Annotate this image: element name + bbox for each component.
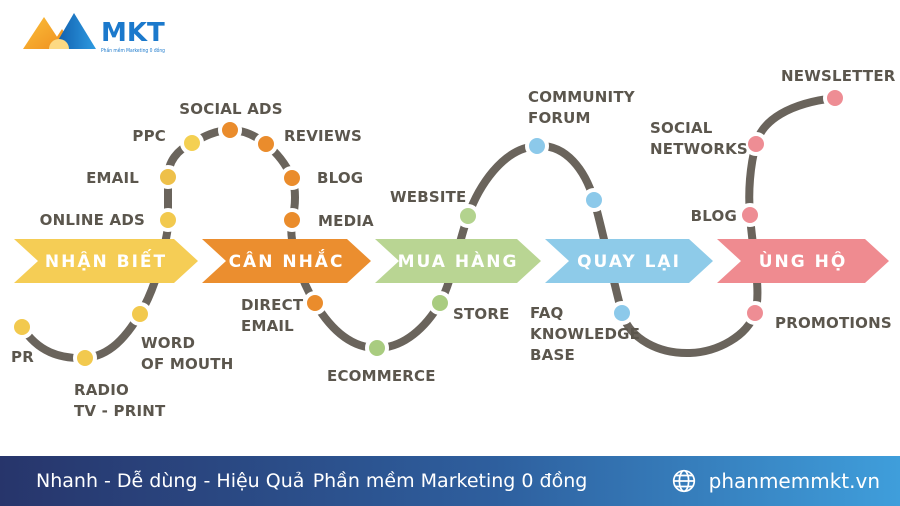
social-networks-dot bbox=[744, 132, 768, 156]
online-ads-dot bbox=[156, 208, 180, 232]
ecommerce-label: ECOMMERCE bbox=[327, 367, 436, 385]
online-ads-label: ONLINE ADS bbox=[39, 211, 145, 229]
mkt-logo-icon: MKT Phần mềm Marketing 0 đồng bbox=[23, 13, 165, 54]
blog-left-dot bbox=[280, 166, 304, 190]
social-ads-label: SOCIAL ADS bbox=[179, 100, 283, 118]
footer-product: Phần mềm Marketing 0 đồng bbox=[312, 470, 588, 492]
direct-email-dot bbox=[303, 291, 327, 315]
promotions-label: PROMOTIONS bbox=[775, 314, 892, 332]
logo-text: MKT bbox=[101, 18, 165, 48]
footer-bar: Nhanh - Dễ dùng - Hiệu Quả Phần mềm Mark… bbox=[0, 456, 900, 506]
logo-sun-icon bbox=[49, 39, 69, 49]
website-label: WEBSITE bbox=[390, 188, 467, 206]
media-label: MEDIA bbox=[318, 212, 374, 230]
stage-label-4: QUAY LẠI bbox=[577, 252, 681, 272]
footer-site-text: phanmemmkt.vn bbox=[708, 469, 880, 493]
pr-label: PR bbox=[11, 348, 34, 366]
logo-tagline: Phần mềm Marketing 0 đồng bbox=[101, 46, 165, 54]
logo-blue-mountain bbox=[53, 13, 96, 49]
stage-arrow-4 bbox=[545, 239, 713, 283]
stage-arrow-2 bbox=[202, 239, 371, 283]
stage-arrow-3 bbox=[375, 239, 541, 283]
store-label: STORE bbox=[453, 305, 510, 323]
stage-arrow-5 bbox=[717, 239, 889, 283]
store-dot bbox=[428, 291, 452, 315]
stage-label-3: MUA HÀNG bbox=[398, 250, 519, 272]
ppc-dot bbox=[180, 131, 204, 155]
newsletter-label: NEWSLETTER bbox=[781, 67, 896, 85]
radio-tv-print-dot bbox=[73, 346, 97, 370]
ecommerce-dot bbox=[365, 336, 389, 360]
footer-website[interactable]: phanmemmkt.vn bbox=[669, 466, 880, 496]
stage-label-1: NHẬN BIẾT bbox=[45, 248, 167, 272]
globe-icon bbox=[672, 469, 695, 493]
ppc-label: PPC bbox=[132, 127, 166, 145]
pr-dot bbox=[10, 315, 34, 339]
mid-support-dot bbox=[582, 188, 606, 212]
stage-label-2: CÂN NHẮC bbox=[229, 248, 345, 272]
faq-knowledge-base-dot bbox=[610, 301, 634, 325]
website-dot bbox=[456, 204, 480, 228]
promotions-dot bbox=[743, 301, 767, 325]
social-ads-dot bbox=[218, 118, 242, 142]
newsletter-dot bbox=[823, 86, 847, 110]
email-dot bbox=[156, 165, 180, 189]
email-label: EMAIL bbox=[86, 169, 139, 187]
blog-right-label: BLOG bbox=[690, 207, 737, 225]
media-dot bbox=[280, 208, 304, 232]
journey-svg: NHẬN BIẾT CÂN NHẮC MUA HÀNG QUAY LẠI ÙNG HỘ bbox=[10, 86, 889, 370]
community-forum-dot bbox=[525, 134, 549, 158]
reviews-label: REVIEWS bbox=[284, 127, 362, 145]
footer-slogan: Nhanh - Dễ dùng - Hiệu Quả bbox=[36, 470, 305, 492]
word-of-mouth-dot bbox=[128, 302, 152, 326]
mkt-logo: MKT Phần mềm Marketing 0 đồng bbox=[22, 8, 182, 60]
blog-right-dot bbox=[738, 203, 762, 227]
stage-label-5: ÙNG HỘ bbox=[759, 250, 848, 272]
stage-arrow-1 bbox=[14, 239, 198, 283]
blog-left-label: BLOG bbox=[317, 169, 364, 187]
reviews-dot bbox=[254, 132, 278, 156]
